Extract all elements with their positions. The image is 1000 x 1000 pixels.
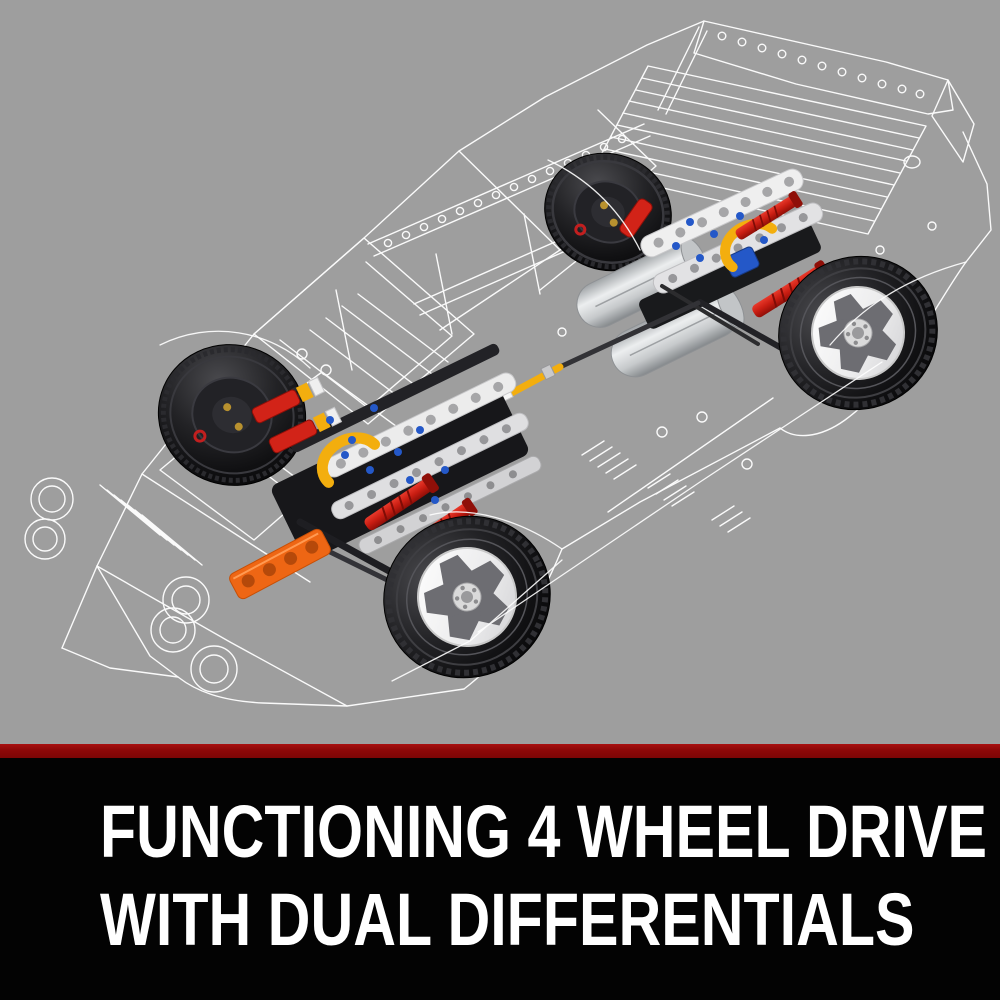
front-differential-gear xyxy=(316,432,381,488)
rear-blue-pins xyxy=(672,212,768,262)
front-blue-pins xyxy=(326,404,449,504)
front-right-wheel xyxy=(383,515,551,679)
rear-axle-assembly xyxy=(544,152,938,411)
front-red-cylinders xyxy=(251,376,343,454)
orange-beam xyxy=(229,528,331,600)
rear-right-wheel xyxy=(778,255,938,411)
caption-line-1: FUNCTIONING 4 WHEEL DRIVE xyxy=(100,790,987,873)
wireframe-car-svg xyxy=(24,20,992,707)
front-left-wheel xyxy=(157,344,307,486)
rear-frame-beam xyxy=(640,168,804,258)
wireframe-overlay xyxy=(159,159,967,682)
red-divider-stripe xyxy=(0,744,1000,758)
front-frame-beam xyxy=(323,372,517,478)
caption-line-2: WITH DUAL DIFFERENTIALS xyxy=(100,878,915,961)
car-illustration xyxy=(24,20,992,707)
caption-banner: FUNCTIONING 4 WHEEL DRIVE WITH DUAL DIFF… xyxy=(0,758,1000,1000)
